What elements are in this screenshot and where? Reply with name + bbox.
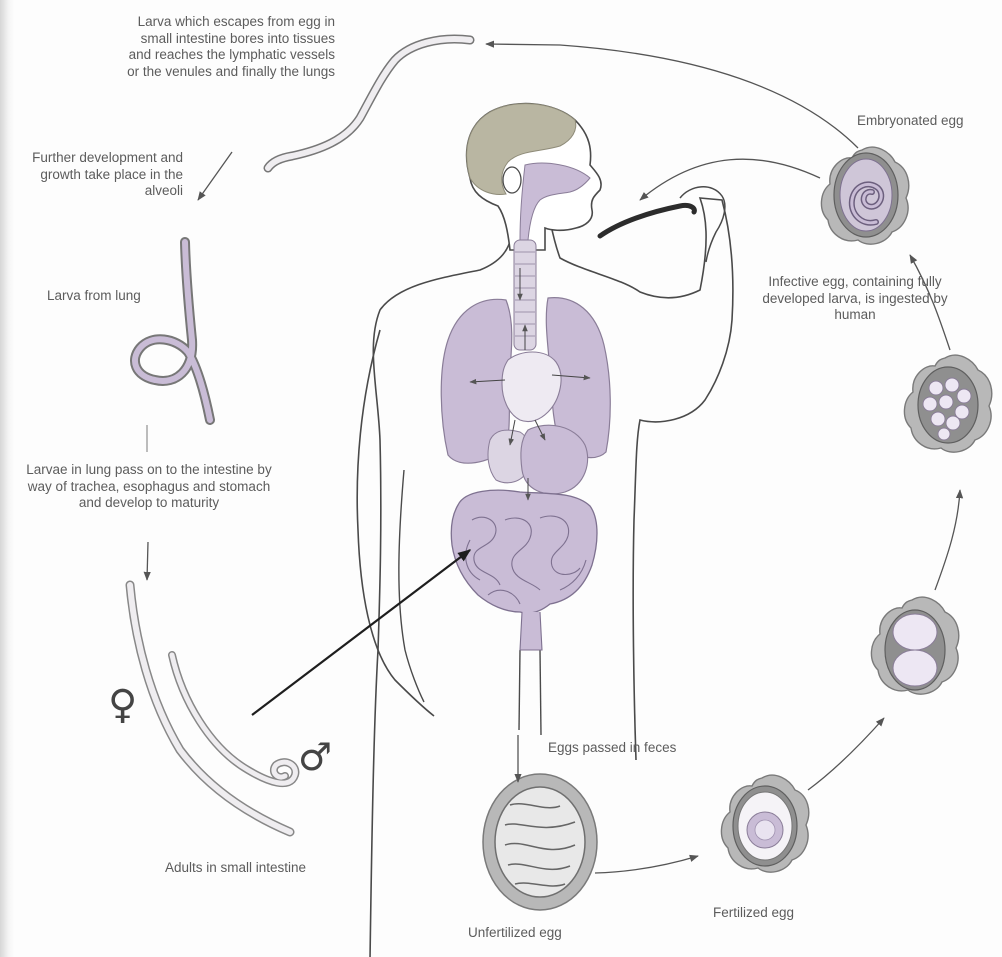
label-embryonated: Embryonated egg (857, 113, 997, 130)
label-larva-lung: Larva from lung (47, 288, 207, 305)
label-larva-escape: Larva which escapes from egg in small in… (120, 14, 335, 80)
male-symbol: ♂ (298, 735, 332, 779)
left-arm (357, 330, 434, 716)
label-adults: Adults in small intestine (165, 860, 385, 877)
rectum (520, 612, 542, 650)
label-eggs-feces: Eggs passed in feces (548, 740, 738, 757)
arrow-icon (198, 152, 232, 200)
embryonated-egg-shape (821, 147, 908, 244)
label-larvae-pass: Larvae in lung pass on to the intestine … (20, 462, 278, 512)
ingested-larva (600, 205, 694, 236)
fertilized-egg (721, 775, 808, 872)
intestines (451, 490, 597, 613)
arrow-icon (935, 490, 960, 590)
leg-line-right (540, 650, 541, 735)
label-further-development: Further development and growth take plac… (8, 150, 183, 200)
label-unfertilized: Unfertilized egg (468, 925, 628, 942)
lung-larva (135, 242, 210, 420)
label-infective: Infective egg, containing fully develope… (760, 274, 950, 324)
morula-egg (904, 355, 991, 452)
leg-line-left (519, 650, 520, 730)
female-worm (130, 585, 290, 832)
arrow-icon (640, 159, 820, 200)
stomach (521, 425, 588, 494)
female-symbol: ♀ (108, 682, 137, 728)
two-cell-egg (871, 597, 958, 694)
heart (502, 352, 561, 422)
arrow-icon (595, 856, 698, 873)
label-fertilized: Fertilized egg (713, 905, 853, 922)
arrow-icon (808, 718, 884, 790)
left-arm-inner (399, 470, 424, 702)
unfertilized-egg (483, 774, 597, 910)
arrow-icon (147, 542, 148, 580)
